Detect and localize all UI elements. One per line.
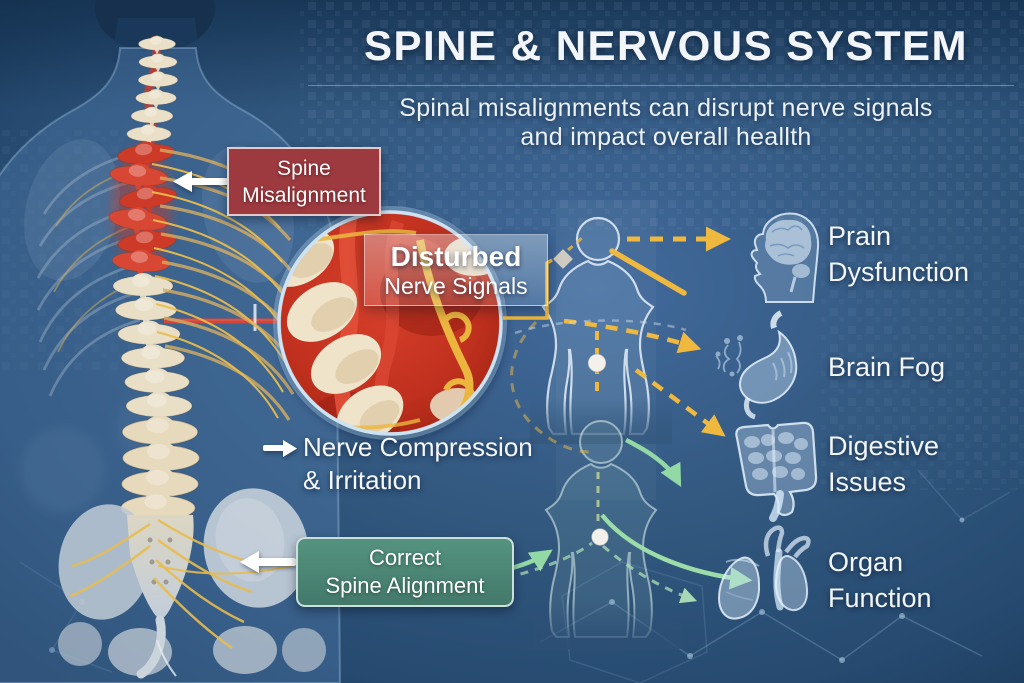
arrow-to-spine-misalignment (173, 171, 228, 192)
arrow-to-correct-alignment (240, 551, 296, 573)
callout-spine-misalignment-line1: Spine (277, 156, 331, 180)
green-arrow-to-digestive (624, 437, 682, 487)
solid-line-from-head (609, 248, 687, 296)
callout-spine-misalignment: Spine Misalignment (227, 147, 381, 216)
head-brain-icon (750, 212, 820, 303)
effect-organ-function-line2: Function (828, 583, 932, 613)
coccyx (136, 615, 166, 679)
label-nerve-compression: Nerve Compression & Irritation (303, 431, 563, 497)
subtitle: Spinal misalignments can disrupt nerve s… (320, 94, 1012, 152)
effect-brain-fog-line1: Brain Fog (828, 352, 946, 382)
lower-spine-node-dot (591, 528, 609, 546)
callout-correct-spine-alignment: Correct Spine Alignment (296, 537, 514, 607)
label-nerve-compression-line1: Nerve Compression (303, 432, 533, 462)
green-arrow-from-callout (511, 549, 553, 572)
right-nerves (151, 163, 286, 419)
callout-disturbed-nerve-signals: Disturbed Nerve Signals (364, 234, 548, 306)
callout-disturbed-line2: Nerve Signals (384, 273, 528, 299)
intestines-icon (735, 421, 818, 522)
page-title: SPINE & NERVOUS SYSTEM (363, 22, 969, 69)
dashed-arrow-to-intestines (634, 368, 726, 437)
upper-spine-node-dot (587, 353, 607, 373)
label-nerve-compression-line2: & Irritation (303, 465, 422, 495)
spine-illustration (106, 34, 201, 530)
effect-digestive-issues-line2: Issues (828, 467, 907, 497)
callout-spine-misalignment-line2: Misalignment (242, 183, 366, 207)
callout-disturbed-line1: Disturbed (390, 241, 522, 272)
dashed-loop (510, 320, 591, 454)
stomach-icon (715, 310, 798, 420)
dashed-arrow-to-stomach (563, 318, 702, 354)
subtitle-line-1: Spinal misalignments can disrupt nerve s… (399, 94, 933, 122)
effect-label-brain-dysfunction: Prain Dysfunction (828, 218, 1018, 290)
spine-zoom-inset (273, 206, 507, 441)
title-divider (308, 85, 1014, 86)
arrow-to-nerve-compression (263, 440, 297, 457)
effect-label-organ-function: Organ Function (828, 544, 1018, 616)
green-connectors (505, 437, 753, 604)
effect-organ-function-line1: Organ (828, 547, 904, 577)
signal-line-to-figure (503, 258, 553, 320)
green-arrow-to-lungs (600, 513, 753, 590)
lungs-icon (717, 525, 811, 620)
callout-correct-line2: Spine Alignment (325, 573, 485, 598)
effect-brain-dysfunction-line2: Dysfunction (828, 257, 970, 287)
white-pointer-arrows (173, 171, 297, 573)
effect-digestive-issues-line1: Digestive (828, 431, 940, 461)
callout-correct-line1: Correct (368, 545, 442, 570)
effect-brain-dysfunction-line1: Prain (828, 221, 892, 251)
green-dashed-arrow-to-lungs (602, 544, 698, 604)
faint-dashed-arc (514, 319, 687, 335)
effect-label-brain-fog: Brain Fog (828, 349, 1018, 385)
subtitle-line-2: and impact overall heallth (520, 123, 812, 151)
effect-label-digestive-issues: Digestive Issues (828, 428, 1018, 500)
